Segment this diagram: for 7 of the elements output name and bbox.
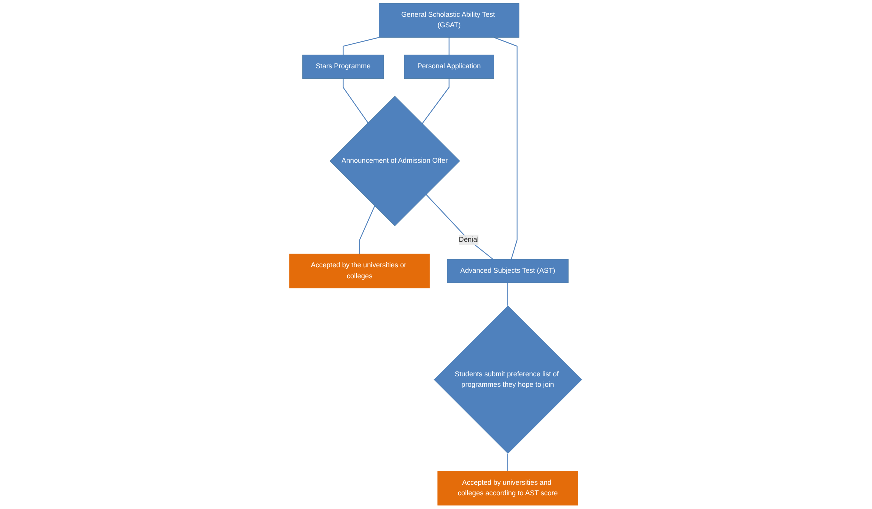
connector <box>448 37 450 56</box>
connector <box>426 194 494 260</box>
connector <box>342 78 369 124</box>
connector <box>494 37 518 260</box>
connector <box>359 206 376 255</box>
connector <box>342 37 380 56</box>
connector <box>422 78 450 124</box>
